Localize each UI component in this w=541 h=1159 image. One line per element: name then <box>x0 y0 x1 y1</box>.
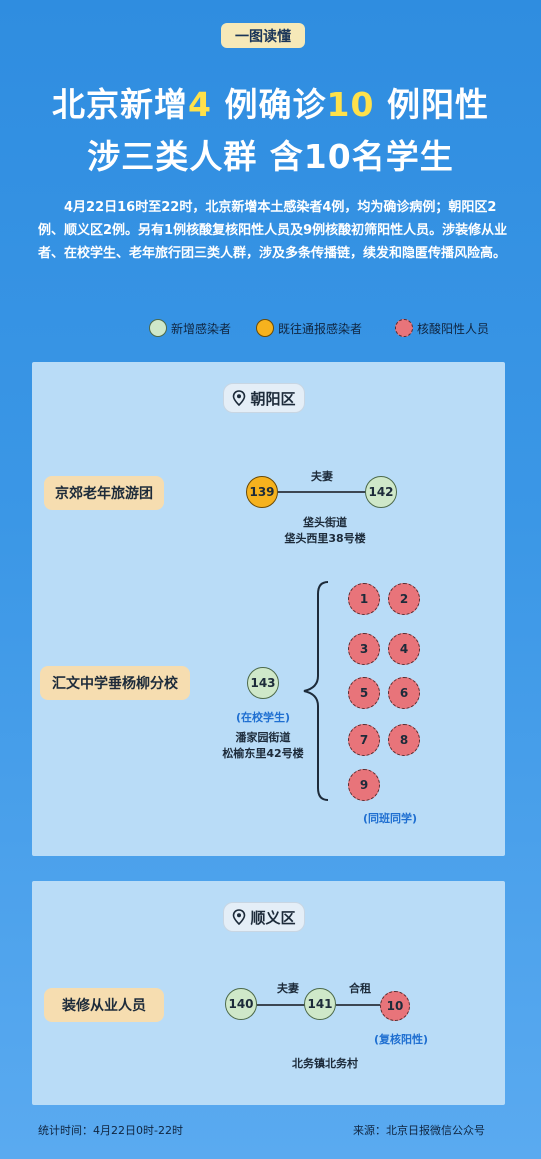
case-node-139: 139 <box>246 476 278 508</box>
district-shunyi: 顺义区 <box>223 902 305 932</box>
case-node-142: 142 <box>365 476 397 508</box>
positive-node-10: 10 <box>380 991 410 1021</box>
address-line: 松榆东里42号楼 <box>222 747 304 760</box>
link-line <box>278 491 366 493</box>
top-tag: 一图读懂 <box>221 23 305 48</box>
relation-label: 夫妻 <box>277 982 299 995</box>
district-chaoyang: 朝阳区 <box>223 383 305 413</box>
location-pin-icon <box>233 390 246 406</box>
classmates-note: (同班同学) <box>362 812 418 825</box>
location-pin-icon <box>233 909 246 925</box>
group-label-tour: 京郊老年旅游团 <box>44 476 164 510</box>
legend-label: 既往通报感染者 <box>278 321 363 336</box>
legend-item-new: 新增感染者 <box>149 317 231 339</box>
case-node-140: 140 <box>225 988 257 1020</box>
relation-label: 合租 <box>349 982 371 995</box>
address-line: 北务镇北务村 <box>292 1057 358 1070</box>
recheck-note: (复核阳性) <box>373 1033 429 1046</box>
headline-confirmed-count: 4 <box>188 85 213 124</box>
group-label-renovation: 装修从业人员 <box>44 988 164 1022</box>
legend-label: 新增感染者 <box>171 321 232 336</box>
address-line: 垡头西里38号楼 <box>284 532 366 545</box>
footer-source: 来源：北京日报微信公众号 <box>353 1124 485 1137</box>
legend-dot-icon <box>256 319 274 337</box>
footer-time: 统计时间：4月22日0时-22时 <box>38 1124 183 1137</box>
headline-positive-count: 10 <box>326 85 375 124</box>
legend-dot-icon <box>395 319 413 337</box>
student-note: (在校学生) <box>235 711 291 724</box>
address-line: 垡头街道 <box>303 516 347 529</box>
group-label-school: 汇文中学垂杨柳分校 <box>40 666 190 700</box>
intro-paragraph: 4月22日16时至22时，北京新增本土感染者4例，均为确诊病例；朝阳区2例、顺义… <box>38 200 508 261</box>
positive-node-2: 2 <box>388 583 420 615</box>
legend-item-previous: 既往通报感染者 <box>256 317 362 339</box>
headline-part: 例阳性 <box>374 85 489 124</box>
headline-line2: 涉三类人群 含10名学生 <box>87 137 454 176</box>
headline-line1: 北京新增4 例确诊10 例阳性 <box>0 78 541 126</box>
bracket-icon <box>303 581 329 801</box>
legend-dot-icon <box>149 319 167 337</box>
district-name: 朝阳区 <box>250 389 296 408</box>
relation-label: 夫妻 <box>311 470 333 483</box>
positive-node-9: 9 <box>348 769 380 801</box>
address-line: 潘家园街道 <box>235 731 291 744</box>
legend-item-positive: 核酸阳性人员 <box>395 317 489 339</box>
positive-node-3: 3 <box>348 633 380 665</box>
legend-label: 核酸阳性人员 <box>417 321 490 336</box>
district-name: 顺义区 <box>250 908 296 927</box>
link-line <box>257 1004 325 1006</box>
case-node-141: 141 <box>304 988 336 1020</box>
positive-node-4: 4 <box>388 633 420 665</box>
positive-node-1: 1 <box>348 583 380 615</box>
case-node-143: 143 <box>247 667 279 699</box>
headline-part: 例确诊 <box>212 85 327 124</box>
positive-node-8: 8 <box>388 724 420 756</box>
positive-node-7: 7 <box>348 724 380 756</box>
headline-part: 北京新增 <box>52 85 189 124</box>
positive-node-5: 5 <box>348 677 380 709</box>
link-line <box>336 1004 388 1006</box>
chaoyang-panel <box>32 362 505 856</box>
positive-node-6: 6 <box>388 677 420 709</box>
